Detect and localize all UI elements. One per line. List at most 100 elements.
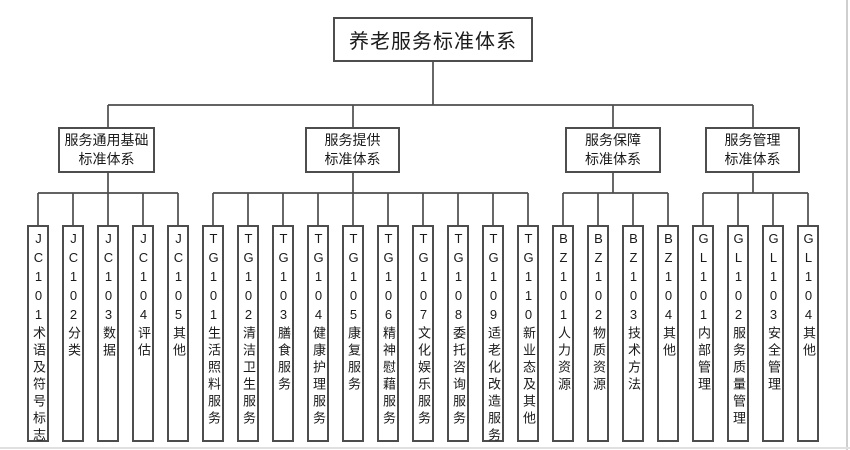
group-label-line1: 服务通用基础 — [64, 132, 149, 148]
leaf-name: 安全管理 — [766, 326, 781, 394]
group-label-line1: 服务提供 — [324, 132, 381, 148]
leaf-node-bz104: BZ104其他 — [657, 225, 679, 442]
leaf-name: 分类 — [66, 326, 81, 360]
leaf-code: GL101 — [696, 231, 711, 326]
root-node: 养老服务标准体系 — [333, 17, 533, 62]
group-node-service-provision: 服务提供 标准体系 — [305, 127, 400, 173]
leaf-label: TG108委托咨询服务 — [449, 227, 467, 428]
leaf-node-jc105: JC105其他 — [167, 225, 189, 442]
leaf-node-jc103: JC103数据 — [97, 225, 119, 442]
leaf-label: GL101内部管理 — [694, 227, 712, 394]
leaf-node-tg106: TG106精神慰藉服务 — [377, 225, 399, 442]
window-bottom-edge-line — [0, 447, 850, 449]
leaf-name: 清洁卫生服务 — [241, 326, 256, 428]
leaf-name: 文化娱乐服务 — [416, 326, 431, 428]
group-label-line2: 标准体系 — [585, 151, 641, 167]
leaf-code: JC103 — [101, 231, 116, 326]
group-label-line2: 标准体系 — [324, 151, 381, 167]
leaf-node-jc104: JC104评估 — [132, 225, 154, 442]
leaf-code: TG103 — [276, 231, 291, 326]
leaf-label: TG109适老化改造服务 — [484, 227, 502, 445]
leaf-label: TG106精神慰藉服务 — [379, 227, 397, 428]
leaf-node-tg102: TG102清洁卫生服务 — [237, 225, 259, 442]
leaf-code: BZ102 — [591, 231, 606, 326]
leaf-name: 委托咨询服务 — [451, 326, 466, 428]
leaf-label: GL104其他 — [799, 227, 817, 360]
leaf-code: GL102 — [731, 231, 746, 326]
leaf-node-gl104: GL104其他 — [797, 225, 819, 442]
leaf-code: TG110 — [521, 231, 536, 326]
leaf-code: GL103 — [766, 231, 781, 326]
leaf-code: BZ104 — [661, 231, 676, 326]
leaf-node-bz101: BZ101人力资源 — [552, 225, 574, 442]
leaf-node-tg105: TG105康复服务 — [342, 225, 364, 442]
leaf-label: TG105康复服务 — [344, 227, 362, 394]
group-label-line2: 标准体系 — [724, 151, 781, 167]
connector-path — [37, 61, 809, 226]
leaf-node-bz102: BZ102物质资源 — [587, 225, 609, 442]
leaf-node-tg109: TG109适老化改造服务 — [482, 225, 504, 445]
leaf-code: TG108 — [451, 231, 466, 326]
leaf-code: TG107 — [416, 231, 431, 326]
leaf-name: 内部管理 — [696, 326, 711, 394]
leaf-name: 术语及符号标志 — [31, 326, 46, 445]
leaf-label: BZ101人力资源 — [554, 227, 572, 394]
leaf-label: TG104健康护理服务 — [309, 227, 327, 428]
leaf-label: TG101生活照料服务 — [204, 227, 222, 428]
leaf-name: 其他 — [801, 326, 816, 360]
leaf-name: 适老化改造服务 — [486, 326, 501, 445]
leaf-name: 技术方法 — [626, 326, 641, 394]
leaf-label: JC102分类 — [64, 227, 82, 360]
leaf-code: JC104 — [136, 231, 151, 326]
leaf-node-tg103: TG103膳食服务 — [272, 225, 294, 442]
leaf-name: 人力资源 — [556, 326, 571, 394]
leaf-node-bz103: BZ103技术方法 — [622, 225, 644, 442]
leaf-name: 生活照料服务 — [206, 326, 221, 428]
leaf-label: GL103安全管理 — [764, 227, 782, 394]
leaf-name: 新业态及其他 — [521, 326, 536, 428]
leaf-code: JC105 — [171, 231, 186, 326]
leaf-code: TG101 — [206, 231, 221, 326]
leaf-label: TG110新业态及其他 — [519, 227, 537, 428]
leaf-label: JC101术语及符号标志 — [29, 227, 47, 445]
leaf-name: 服务质量管理 — [731, 326, 746, 428]
leaf-name: 健康护理服务 — [311, 326, 326, 428]
leaf-code: TG102 — [241, 231, 256, 326]
leaf-label: TG107文化娱乐服务 — [414, 227, 432, 428]
leaf-label: TG102清洁卫生服务 — [239, 227, 257, 428]
group-label-line1: 服务管理 — [724, 132, 781, 148]
group-label-line2: 标准体系 — [78, 151, 135, 167]
leaf-code: GL104 — [801, 231, 816, 326]
leaf-code: JC102 — [66, 231, 81, 326]
leaf-label: JC104评估 — [134, 227, 152, 360]
leaf-node-gl102: GL102服务质量管理 — [727, 225, 749, 442]
leaf-node-tg104: TG104健康护理服务 — [307, 225, 329, 442]
leaf-code: BZ101 — [556, 231, 571, 326]
leaf-node-tg101: TG101生活照料服务 — [202, 225, 224, 442]
root-node-label: 养老服务标准体系 — [349, 31, 517, 53]
leaf-label: TG103膳食服务 — [274, 227, 292, 394]
leaf-node-tg110: TG110新业态及其他 — [517, 225, 539, 442]
leaf-code: TG109 — [486, 231, 501, 326]
leaf-label: BZ104其他 — [659, 227, 677, 360]
leaf-node-gl101: GL101内部管理 — [692, 225, 714, 442]
leaf-label: GL102服务质量管理 — [729, 227, 747, 428]
leaf-node-jc102: JC102分类 — [62, 225, 84, 442]
leaf-code: TG105 — [346, 231, 361, 326]
leaf-name: 膳食服务 — [276, 326, 291, 394]
leaf-node-gl103: GL103安全管理 — [762, 225, 784, 442]
leaf-code: BZ103 — [626, 231, 641, 326]
window-right-edge-line — [846, 0, 848, 450]
leaf-label: JC105其他 — [169, 227, 187, 360]
group-label-line1: 服务保障 — [585, 132, 641, 148]
leaf-name: 评估 — [136, 326, 151, 360]
leaf-code: JC101 — [31, 231, 46, 326]
leaf-node-tg108: TG108委托咨询服务 — [447, 225, 469, 442]
leaf-name: 物质资源 — [591, 326, 606, 394]
leaf-label: BZ103技术方法 — [624, 227, 642, 394]
leaf-label: BZ102物质资源 — [589, 227, 607, 394]
leaf-code: TG106 — [381, 231, 396, 326]
leaf-name: 其他 — [661, 326, 676, 360]
group-node-general-basic: 服务通用基础 标准体系 — [58, 127, 155, 173]
